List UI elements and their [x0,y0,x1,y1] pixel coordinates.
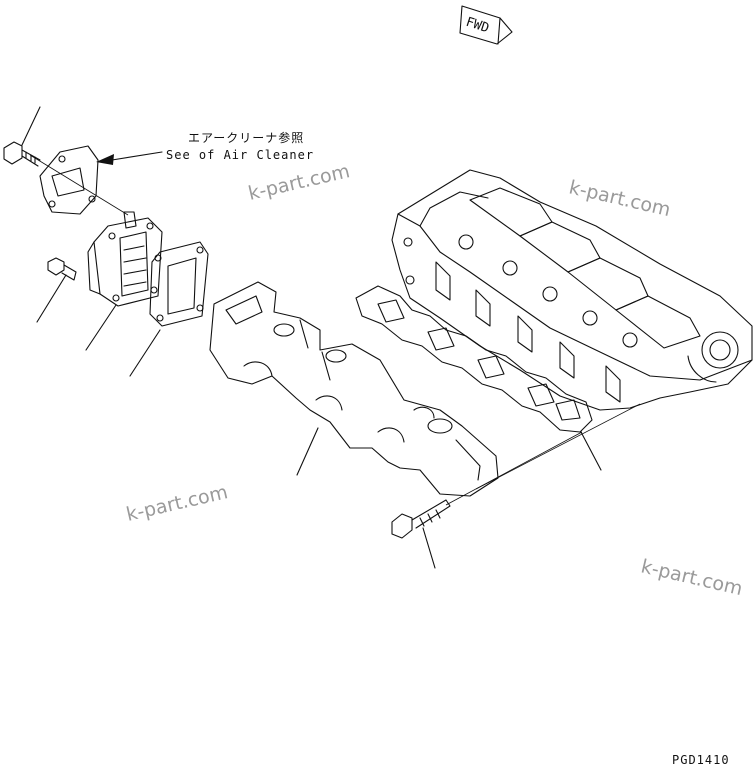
flange-bolt-top [3,141,41,167]
watermark: k-part.com [639,555,745,600]
watermark: k-part.com [124,481,230,526]
watermark: k-part.com [246,160,352,205]
fwd-arrow-icon: FWD [459,5,513,45]
flange-bolt-small [47,257,77,281]
fwd-label: FWD [464,15,491,37]
drawing-code: PGD1410 [672,753,730,767]
callout-jp: エアークリーナ参照 [188,130,304,145]
connector-gasket [149,241,209,327]
intake-manifold [209,281,499,497]
cylinder-head [391,169,753,411]
manifold-gasket [355,285,593,433]
air-intake-cover [39,145,99,215]
assembly-lines [29,154,641,506]
callout-en: See of Air Cleaner [166,148,314,162]
callout-leader [96,151,163,165]
watermark: k-part.com [567,176,673,221]
manifold-bolt [391,499,451,539]
leader-lines [21,106,602,569]
intake-connector [87,211,163,307]
